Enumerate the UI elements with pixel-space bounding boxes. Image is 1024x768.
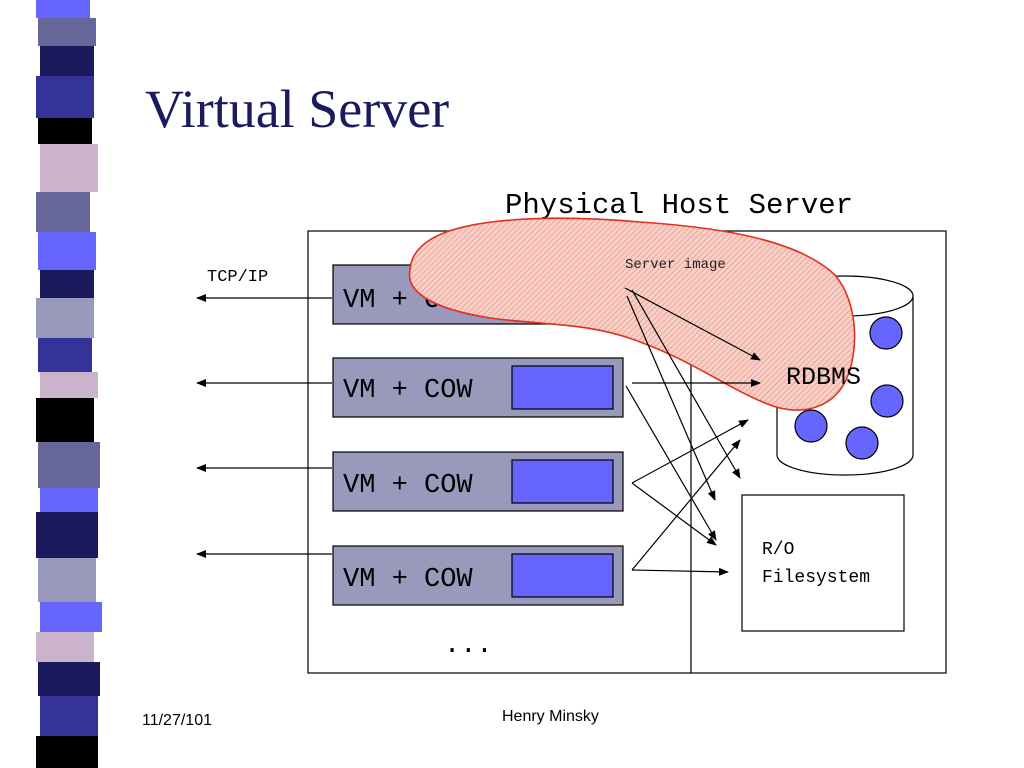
footer-author: Henry Minsky <box>502 708 599 725</box>
stripe-block <box>36 512 98 558</box>
arrow-vm4-to-db <box>631 439 741 571</box>
filesystem-label-line1: R/O <box>762 540 794 560</box>
stripe-block <box>38 442 100 488</box>
stripe-block <box>36 0 90 18</box>
stripe-block <box>38 558 96 602</box>
stripe-block <box>36 632 94 662</box>
stripe-block <box>38 662 100 696</box>
db-ball-2 <box>869 316 903 350</box>
vm-row-3: VM + COW <box>196 451 624 512</box>
slide-title: Virtual Server <box>145 79 450 139</box>
arrow-image-to-db <box>624 287 761 361</box>
arrow-vm3-to-fs <box>631 482 717 546</box>
stripe-block <box>40 602 102 632</box>
stripe-block <box>40 144 98 192</box>
more-vms-ellipsis: ... <box>444 631 493 661</box>
arrow-image-to-fs-b <box>626 295 716 501</box>
arrow-vm2-to-fs <box>625 385 717 541</box>
arrow-vm3-to-db <box>631 419 749 484</box>
stripe-block <box>40 46 94 76</box>
stripe-block <box>36 736 98 768</box>
stripe-block <box>40 488 98 512</box>
stripe-block <box>40 372 98 398</box>
db-ball-4 <box>794 409 828 443</box>
vm-label-2: VM + COW <box>343 376 473 406</box>
stripe-block <box>40 270 94 298</box>
arrow-vm4-to-fs <box>631 567 729 576</box>
db-ball-3 <box>870 384 904 418</box>
cow-box-2 <box>511 365 614 410</box>
vm-label-4: VM + COW <box>343 565 473 595</box>
server-image-region <box>408 217 856 411</box>
server-image-label: Server image <box>625 257 726 273</box>
tcp-ip-label: TCP/IP <box>207 268 268 287</box>
db-ball-5 <box>845 426 879 460</box>
stripe-block <box>36 398 94 442</box>
host-server-label: Physical Host Server <box>505 189 853 222</box>
database-label: RDBMS <box>786 363 861 392</box>
arrow-image-to-fs-a <box>631 289 741 479</box>
cow-box-4 <box>511 553 614 598</box>
vm-row-4: VM + COW <box>196 545 624 606</box>
stripe-block <box>36 76 94 118</box>
stripe-block <box>40 696 98 736</box>
stripe-block <box>36 192 90 232</box>
connection-arrows <box>624 287 761 576</box>
stripe-block <box>38 232 96 270</box>
vm-row-2: VM + COW <box>196 357 624 418</box>
filesystem-label-line2: Filesystem <box>762 568 870 588</box>
decorative-stripe <box>36 0 102 768</box>
stripe-block <box>38 118 92 144</box>
stripe-block <box>36 298 94 338</box>
footer-date: 11/27/101 <box>142 712 212 729</box>
filesystem-box <box>741 494 905 632</box>
vm-label-3: VM + COW <box>343 471 473 501</box>
cow-box-3 <box>511 459 614 504</box>
stripe-block <box>38 338 92 372</box>
stripe-blocks <box>36 0 102 768</box>
stripe-block <box>38 18 96 46</box>
